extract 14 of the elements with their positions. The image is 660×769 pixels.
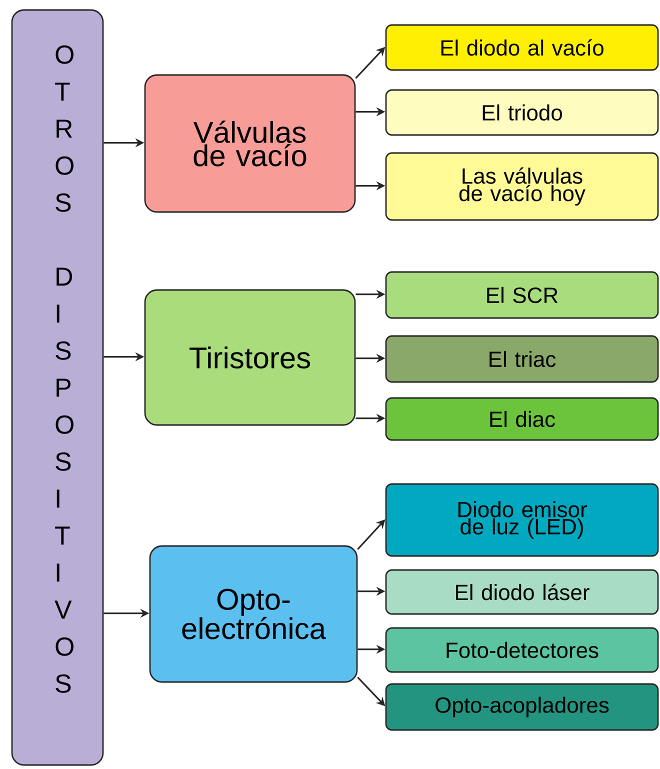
topic-box: El diodo al vacío [385,24,659,71]
topic-box: Diodo emisor de luz (LED) [385,483,659,557]
category-box: Tiristores [144,289,356,426]
topic-box: Las válvulas de vacío hoy [385,152,659,221]
topic-box: Opto-acopladores [385,683,659,731]
topic-box: El diodo láser [385,569,659,615]
topic-box: El SCR [385,271,659,319]
topic-box: Foto-detectores [385,627,659,673]
category-box: Válvulas de vacío [144,74,356,213]
topic-box: El triodo [385,89,659,136]
title-bar: OTROS DISPOSITIVOS [11,9,104,766]
topic-box: El triac [385,335,659,383]
category-box: Opto-electrónica [149,545,358,683]
topic-box: El diac [385,397,659,441]
